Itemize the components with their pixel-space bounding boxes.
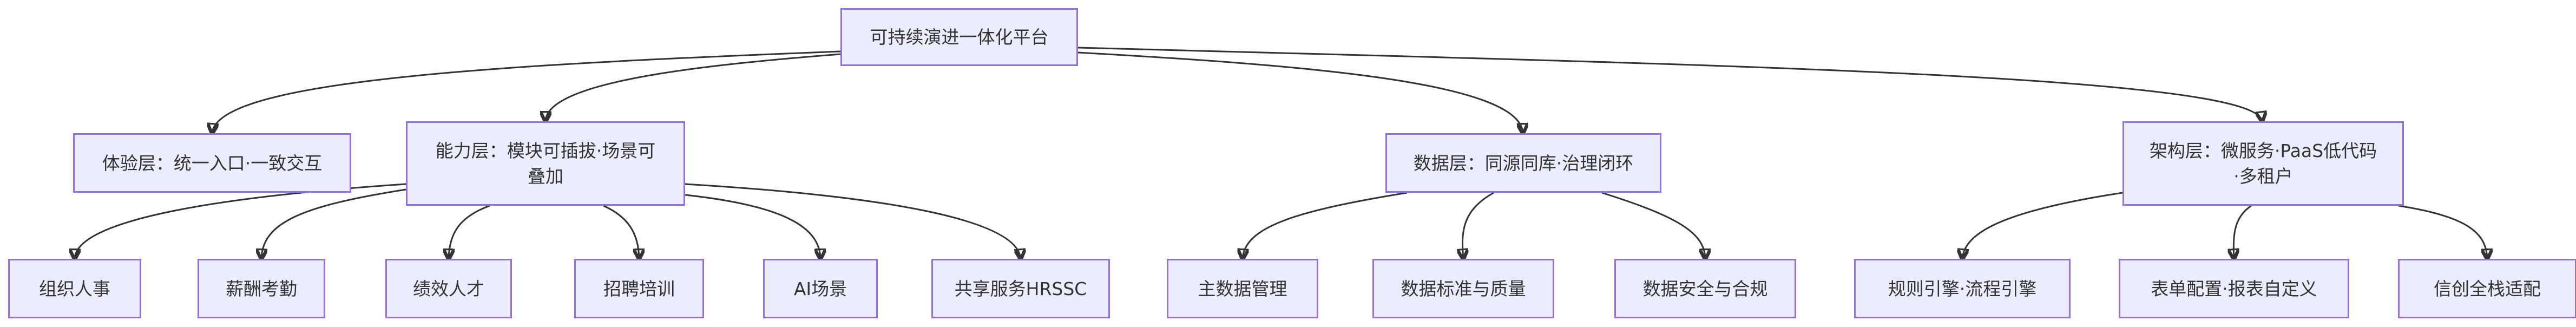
leaf-node-rule-engine-label: 规则引擎·流程引擎 [1888, 278, 2037, 299]
edge-data-master [1243, 192, 1408, 259]
edge-capability-recruit [603, 205, 639, 259]
leaf-node-master-data-label: 主数据管理 [1198, 278, 1287, 299]
leaf-node-form-config-label: 表单配置·报表自定义 [2151, 278, 2317, 299]
edge-root-architecture [1077, 47, 2262, 121]
leaf-node-xinchuang-label: 信创全栈适配 [2434, 278, 2541, 299]
leaf-node-data-security-label: 数据安全与合规 [1642, 278, 1768, 299]
leaf-node-org-label: 组织人事 [39, 278, 110, 299]
layer-node-data-label: 数据层：同源同库·治理闭环 [1413, 152, 1634, 174]
leaf-node-org: 组织人事 [8, 259, 141, 318]
layer-node-capability-label-line2: 叠加 [528, 166, 563, 187]
leaf-node-hrssc-label: 共享服务HRSSC [954, 278, 1087, 299]
edge-arch-form [2233, 205, 2252, 259]
layer-node-capability: 能力层：模块可插拔·场景可 叠加 [406, 121, 685, 206]
leaf-node-rule-engine: 规则引擎·流程引擎 [1854, 259, 2071, 318]
edge-root-data [1077, 51, 1523, 133]
edge-data-standard [1463, 192, 1494, 259]
layer-node-experience: 体验层：统一入口·一致交互 [73, 133, 351, 193]
leaf-node-master-data: 主数据管理 [1167, 259, 1318, 318]
edge-data-security [1601, 192, 1705, 259]
leaf-node-payroll-label: 薪酬考勤 [226, 278, 297, 299]
edge-capability-hrssc [685, 183, 1021, 259]
layer-node-architecture-label-line1: 架构层：微服务·PaaS低代码 [2149, 140, 2377, 161]
edge-capability-org [75, 183, 406, 259]
leaf-node-data-security: 数据安全与合规 [1614, 259, 1796, 318]
layer-node-experience-label: 体验层：统一入口·一致交互 [102, 152, 323, 174]
root-node-label: 可持续演进一体化平台 [870, 27, 1049, 48]
leaf-node-ai-label: AI场景 [793, 278, 847, 299]
layer-node-capability-label-line1: 能力层：模块可插拔·场景可 [435, 140, 656, 161]
leaf-node-xinchuang: 信创全栈适配 [2398, 259, 2576, 318]
leaf-node-hrssc: 共享服务HRSSC [931, 259, 1110, 318]
leaf-node-performance: 绩效人才 [385, 259, 512, 318]
leaf-node-data-standard: 数据标准与质量 [1372, 259, 1554, 318]
leaf-node-recruit-label: 招聘培训 [603, 278, 675, 299]
leaf-node-performance-label: 绩效人才 [413, 278, 484, 299]
root-node: 可持续演进一体化平台 [840, 8, 1078, 66]
edge-arch-xinchuang [2398, 205, 2487, 259]
leaf-node-data-standard-label: 数据标准与质量 [1401, 278, 1526, 299]
leaf-node-form-config: 表单配置·报表自定义 [2119, 259, 2349, 318]
edge-root-capability [546, 53, 841, 121]
layer-node-architecture-label-line2: ·多租户 [2233, 166, 2293, 187]
edge-capability-ai [685, 194, 820, 259]
edge-arch-rule [1962, 192, 2123, 259]
edge-root-experience [212, 50, 841, 133]
leaf-node-payroll: 薪酬考勤 [198, 259, 325, 318]
leaf-node-recruit: 招聘培训 [574, 259, 704, 318]
edge-capability-payroll [261, 188, 406, 259]
edge-capability-performance [449, 205, 490, 259]
leaf-node-ai: AI场景 [763, 259, 878, 318]
layer-node-data: 数据层：同源同库·治理闭环 [1385, 133, 1661, 193]
layer-node-architecture: 架构层：微服务·PaaS低代码 ·多租户 [2122, 121, 2404, 206]
